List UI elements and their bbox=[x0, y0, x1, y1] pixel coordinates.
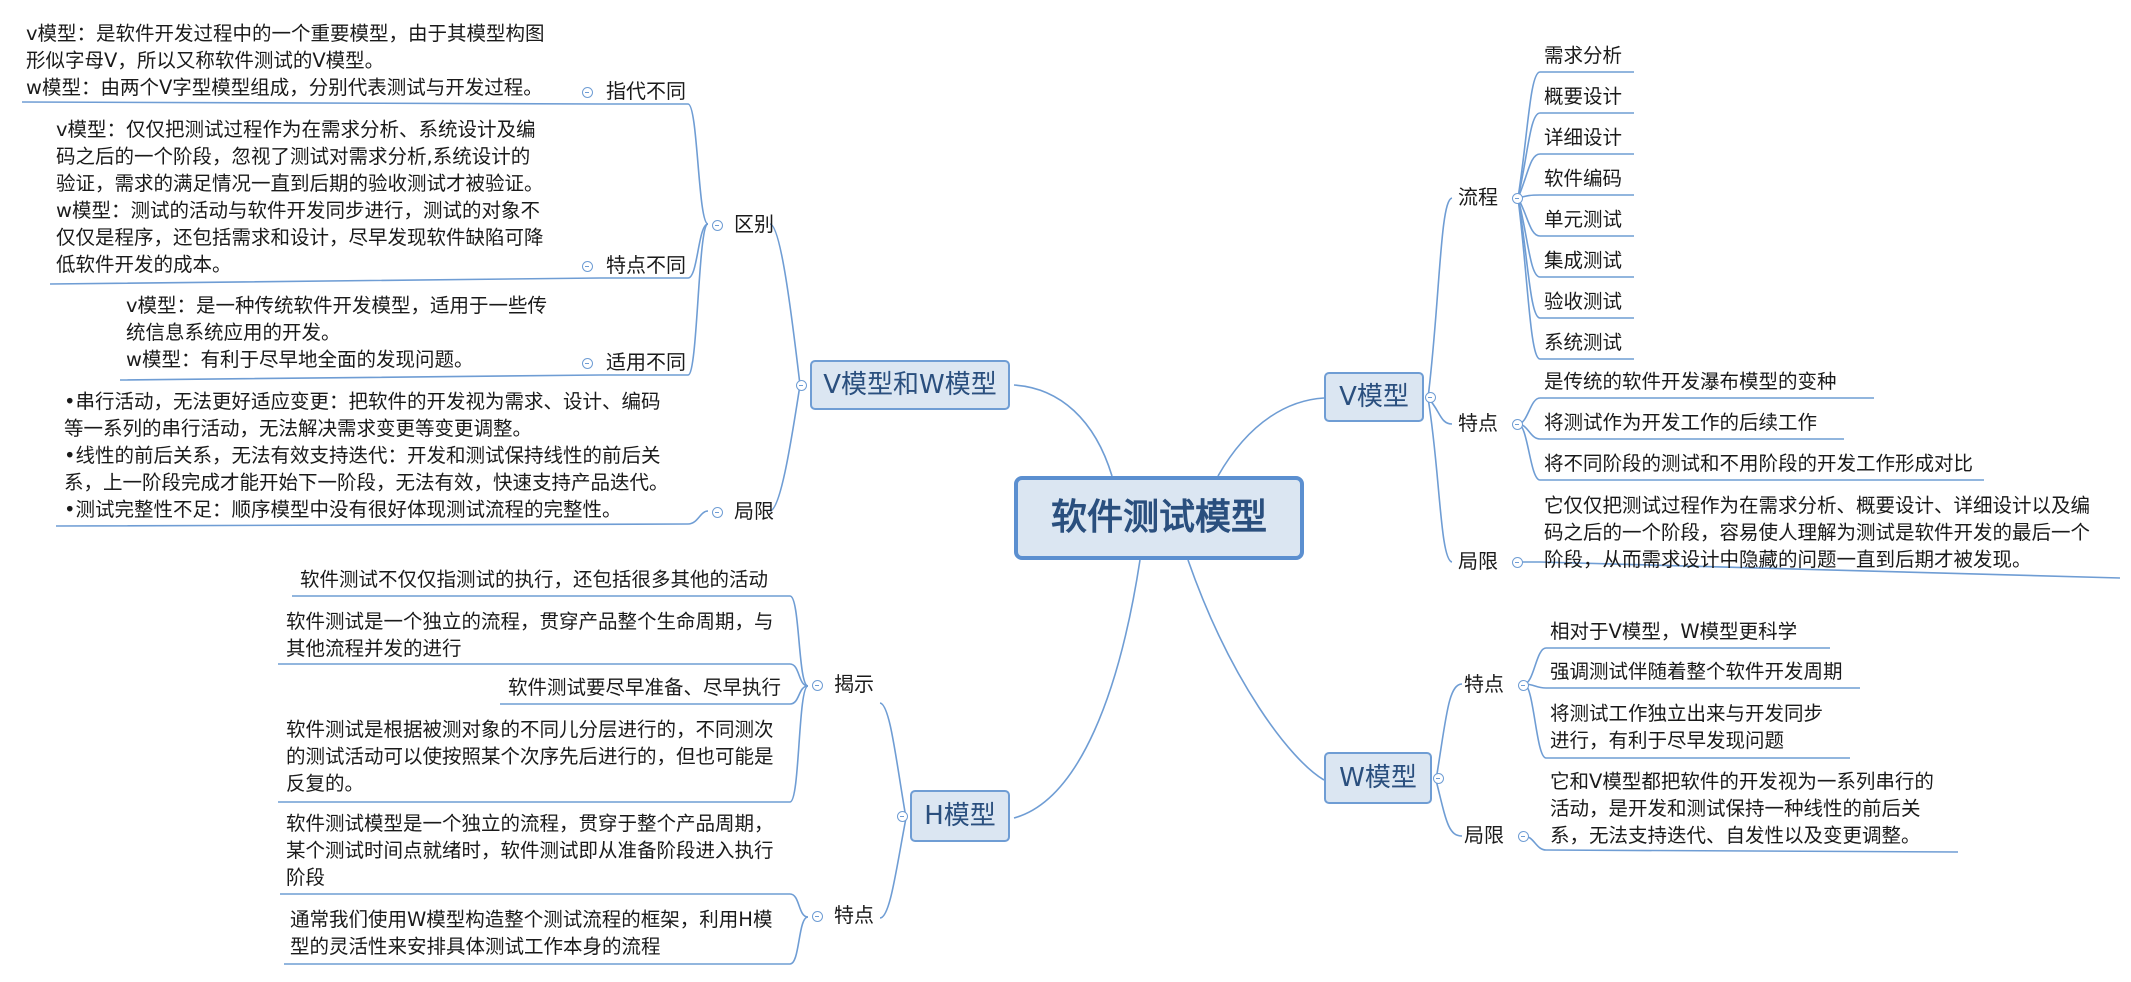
v-feature-item[interactable]: 是传统的软件开发瀑布模型的变种 bbox=[1544, 370, 1837, 393]
v-process-item[interactable]: 单元测试 bbox=[1544, 208, 1623, 231]
vw-diff-label[interactable]: 区别 bbox=[734, 212, 774, 236]
w-feature-item[interactable]: 将测试工作独立出来与开发同步 进行，有利于尽早发现问题 bbox=[1550, 702, 1824, 752]
h-feature-item[interactable]: 软件测试模型是一个独立的流程，贯穿于整个产品周期， 某个测试时间点就绪时，软件测… bbox=[286, 812, 774, 889]
v-process-label[interactable]: 流程 bbox=[1458, 185, 1498, 209]
collapse-icon[interactable] bbox=[1425, 392, 1436, 403]
h-feature-item[interactable]: 通常我们使用W模型构造整个测试流程的框架，利用H模 型的灵活性来安排具体测试工作… bbox=[290, 908, 773, 958]
collapse-icon[interactable] bbox=[582, 87, 593, 98]
v-feature-item[interactable]: 将不同阶段的测试和不用阶段的开发工作形成对比 bbox=[1544, 452, 1974, 475]
collapse-icon[interactable] bbox=[1512, 557, 1523, 568]
vw-diff-label-item[interactable]: 特点不同 bbox=[606, 253, 686, 277]
v-limits-text[interactable]: 它仅仅把测试过程作为在需求分析、概要设计、详细设计以及编 码之后的一个阶段，容易… bbox=[1544, 494, 2091, 571]
v-process-item[interactable]: 概要设计 bbox=[1544, 85, 1623, 108]
vw-limits-text[interactable]: •串行活动，无法更好适应变更：把软件的开发视为需求、设计、编码 等一系列的串行活… bbox=[64, 390, 669, 521]
w-limits-text[interactable]: 它和V模型都把软件的开发视为一系列串行的 活动，是开发和测试保持一种线性的前后关… bbox=[1550, 770, 1934, 847]
w-limits-label[interactable]: 局限 bbox=[1464, 823, 1504, 847]
collapse-icon[interactable] bbox=[796, 380, 807, 391]
collapse-icon[interactable] bbox=[897, 811, 908, 822]
w-model-node[interactable]: W模型 bbox=[1324, 752, 1432, 804]
h-reveal-item[interactable]: 软件测试是根据被测对象的不同儿分层进行的，不同测次 的测试活动可以使按照某个次序… bbox=[286, 718, 774, 795]
collapse-icon[interactable] bbox=[712, 220, 723, 231]
v-model-title: V模型 bbox=[1339, 382, 1409, 412]
w-model-title: W模型 bbox=[1339, 763, 1417, 793]
w-feature-item[interactable]: 强调测试伴随着整个软件开发周期 bbox=[1550, 660, 1843, 683]
collapse-icon[interactable] bbox=[582, 358, 593, 369]
v-features-label[interactable]: 特点 bbox=[1458, 411, 1498, 435]
h-reveal-item[interactable]: 软件测试是一个独立的流程，贯穿产品整个生命周期，与 其他流程并发的进行 bbox=[286, 610, 774, 660]
collapse-icon[interactable] bbox=[582, 261, 593, 272]
vw-limits-label[interactable]: 局限 bbox=[734, 499, 774, 523]
v-process-item[interactable]: 需求分析 bbox=[1544, 44, 1623, 67]
central-topic[interactable]: 软件测试模型 bbox=[1014, 476, 1304, 560]
collapse-icon[interactable] bbox=[1433, 773, 1444, 784]
w-feature-item[interactable]: 相对于V模型，W模型更科学 bbox=[1550, 620, 1798, 643]
collapse-icon[interactable] bbox=[1518, 831, 1529, 842]
h-model-title: H模型 bbox=[924, 801, 996, 831]
v-model-node[interactable]: V模型 bbox=[1324, 372, 1424, 422]
v-process-item[interactable]: 详细设计 bbox=[1544, 126, 1623, 149]
v-feature-item[interactable]: 将测试作为开发工作的后续工作 bbox=[1544, 411, 1818, 434]
vw-model-title: V模型和W模型 bbox=[823, 370, 997, 400]
collapse-icon[interactable] bbox=[812, 680, 823, 691]
v-limits-label[interactable]: 局限 bbox=[1458, 549, 1498, 573]
h-model-node[interactable]: H模型 bbox=[910, 790, 1010, 842]
vw-model-node[interactable]: V模型和W模型 bbox=[810, 360, 1010, 410]
collapse-icon[interactable] bbox=[712, 507, 723, 518]
vw-diff-label-item[interactable]: 指代不同 bbox=[606, 79, 686, 103]
vw-diff-text[interactable]: v模型：仅仅把测试过程作为在需求分析、系统设计及编 码之后的一个阶段，忽视了测试… bbox=[56, 118, 544, 276]
v-process-item[interactable]: 验收测试 bbox=[1544, 290, 1623, 313]
h-reveal-item[interactable]: 软件测试要尽早准备、尽早执行 bbox=[508, 676, 782, 699]
vw-diff-text[interactable]: v模型：是一种传统软件开发模型，适用于一些传 统信息系统应用的开发。 w模型：有… bbox=[126, 294, 548, 371]
collapse-icon[interactable] bbox=[1518, 680, 1529, 691]
collapse-icon[interactable] bbox=[1512, 193, 1523, 204]
v-process-item[interactable]: 软件编码 bbox=[1544, 167, 1623, 190]
w-features-label[interactable]: 特点 bbox=[1464, 672, 1504, 696]
v-process-item[interactable]: 集成测试 bbox=[1544, 249, 1623, 272]
h-features-label[interactable]: 特点 bbox=[834, 903, 874, 927]
collapse-icon[interactable] bbox=[812, 911, 823, 922]
h-reveal-item[interactable]: 软件测试不仅仅指测试的执行，还包括很多其他的活动 bbox=[300, 568, 769, 591]
h-reveal-label[interactable]: 揭示 bbox=[834, 672, 874, 696]
vw-diff-text[interactable]: v模型：是软件开发过程中的一个重要模型，由于其模型构图 形似字母V，所以又称软件… bbox=[26, 22, 545, 99]
collapse-icon[interactable] bbox=[1512, 419, 1523, 430]
vw-diff-label-item[interactable]: 适用不同 bbox=[606, 350, 686, 374]
v-process-item[interactable]: 系统测试 bbox=[1544, 331, 1623, 354]
